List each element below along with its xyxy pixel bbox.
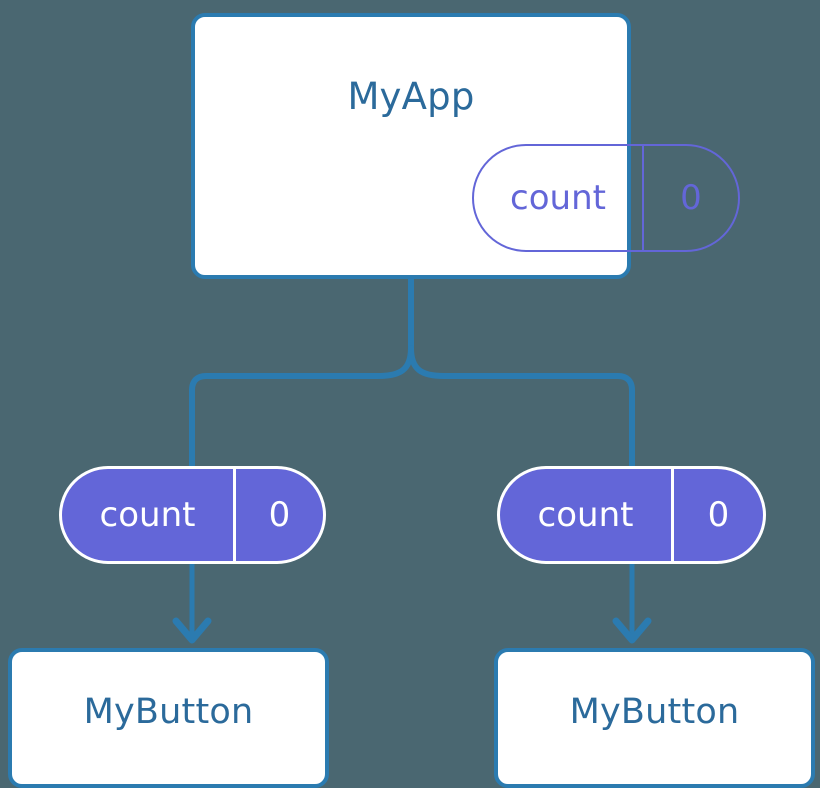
node-card-myapp[interactable]: MyApp count 0 — [191, 13, 740, 279]
state-pill-child-left[interactable]: count 0 — [59, 466, 326, 564]
branch-edge-left — [189, 345, 414, 469]
arrow-head-right-icon — [612, 617, 652, 644]
state-pill-child-left-value: 0 — [268, 495, 291, 535]
edge-layer — [172, 279, 652, 644]
component-tree-diagram: MyApp count 0 count 0 count 0 MyButton M… — [8, 13, 815, 788]
state-pill-root-key: count — [474, 146, 644, 250]
node-card-mybutton-left[interactable]: MyButton — [8, 648, 329, 788]
node-title-myapp: MyApp — [347, 75, 475, 118]
branch-edge-right — [408, 345, 635, 469]
state-pill-child-right[interactable]: count 0 — [497, 466, 766, 564]
state-pill-child-right-key: count — [500, 469, 674, 561]
state-pill-child-right-value: 0 — [707, 495, 730, 535]
state-pill-root-value: 0 — [680, 178, 702, 218]
node-card-mybutton-right[interactable]: MyButton — [494, 648, 815, 788]
node-title-mybutton-right: MyButton — [569, 692, 740, 732]
state-pill-child-left-key: count — [62, 469, 236, 561]
state-pill-root[interactable]: count 0 — [472, 144, 740, 252]
node-title-mybutton-left: MyButton — [83, 692, 254, 732]
arrow-head-left-icon — [172, 617, 212, 644]
